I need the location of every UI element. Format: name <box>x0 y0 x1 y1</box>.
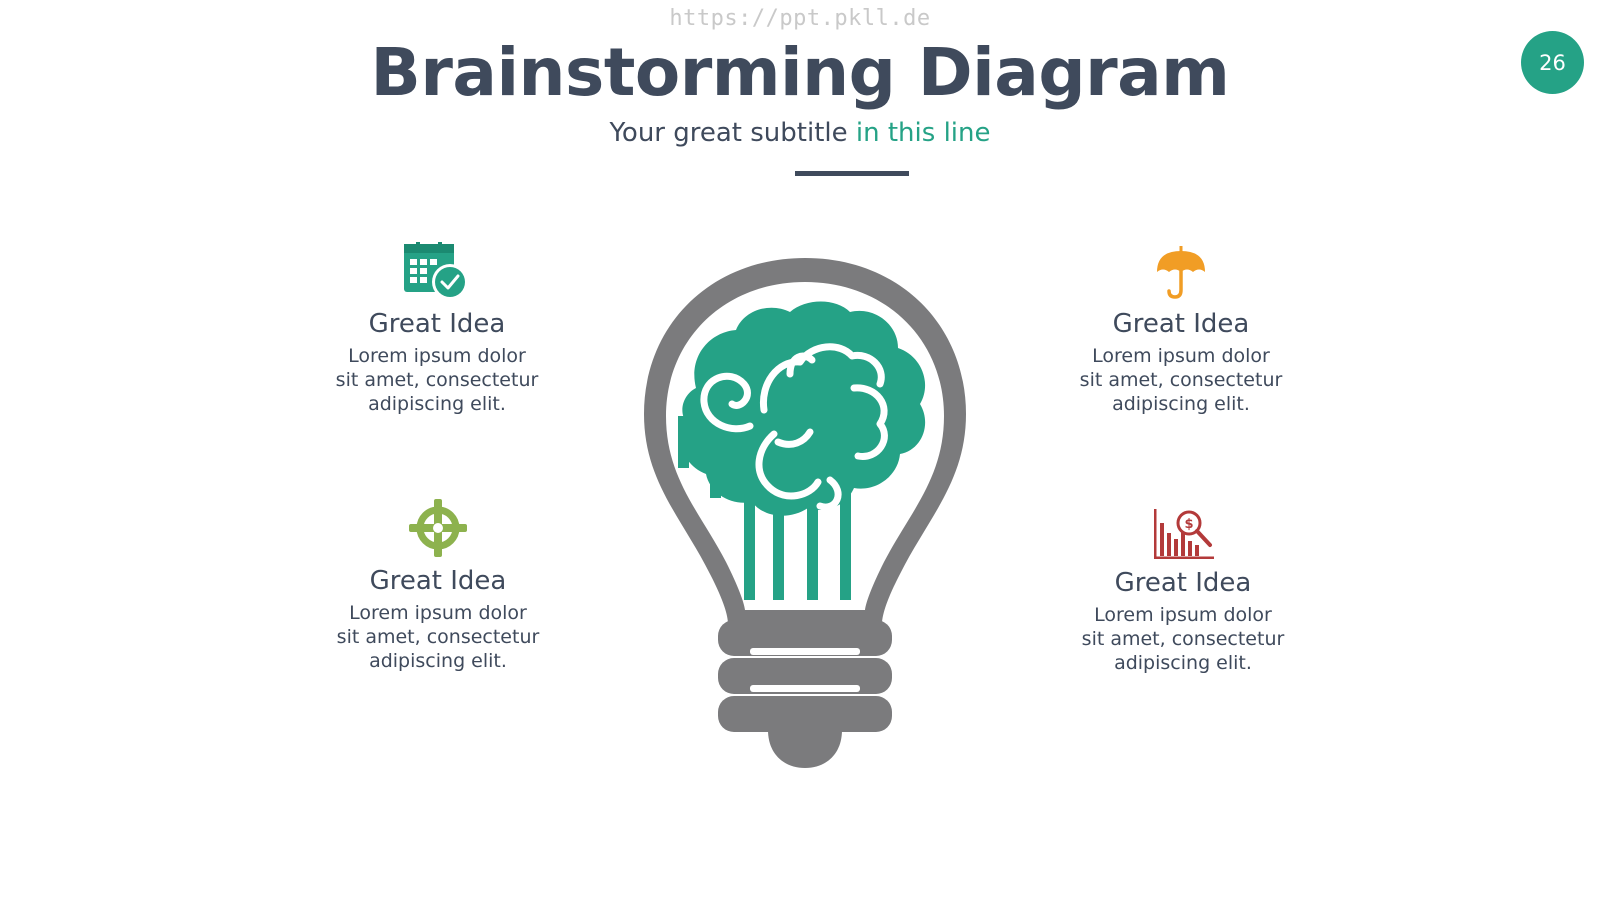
subtitle-main: Your great subtitle <box>609 118 856 148</box>
idea-block-bottom-left: Great Idea Lorem ipsum dolor sit amet, c… <box>298 497 578 673</box>
idea-title: Great Idea <box>368 309 506 339</box>
svg-text:$: $ <box>1184 517 1193 532</box>
idea-block-top-left: Great Idea Lorem ipsum dolor sit amet, c… <box>297 242 577 416</box>
idea-text: Lorem ipsum dolor sit amet, consectetur … <box>1081 604 1285 674</box>
umbrella-icon <box>1157 246 1205 299</box>
idea-title: Great Idea <box>369 566 507 596</box>
title-divider <box>795 171 909 176</box>
chart-dollar-search-icon: $ <box>1154 509 1214 559</box>
page-number-badge: 26 <box>1521 31 1584 94</box>
crosshair-target-icon <box>409 499 467 557</box>
idea-title: Great Idea <box>1112 309 1250 339</box>
idea-block-top-right: Great Idea Lorem ipsum dolor sit amet, c… <box>1041 242 1321 416</box>
watermark-url: https://ppt.pkll.de <box>669 6 931 31</box>
slide-title: Brainstorming Diagram <box>370 34 1230 111</box>
slide-subtitle: Your great subtitle in this line <box>0 118 1600 148</box>
idea-text: Lorem ipsum dolor sit amet, consectetur … <box>335 345 539 415</box>
idea-text: Lorem ipsum dolor sit amet, consectetur … <box>336 602 540 672</box>
idea-title: Great Idea <box>1114 568 1252 598</box>
page-number: 26 <box>1539 50 1566 75</box>
subtitle-accent: in this line <box>855 118 991 148</box>
lightbulb-brain-icon <box>644 258 966 768</box>
idea-block-bottom-right: $ Great Idea Lorem ipsum dolor sit amet,… <box>1043 509 1323 675</box>
idea-text: Lorem ipsum dolor sit amet, consectetur … <box>1079 345 1283 415</box>
calendar-clock-icon <box>404 242 468 300</box>
